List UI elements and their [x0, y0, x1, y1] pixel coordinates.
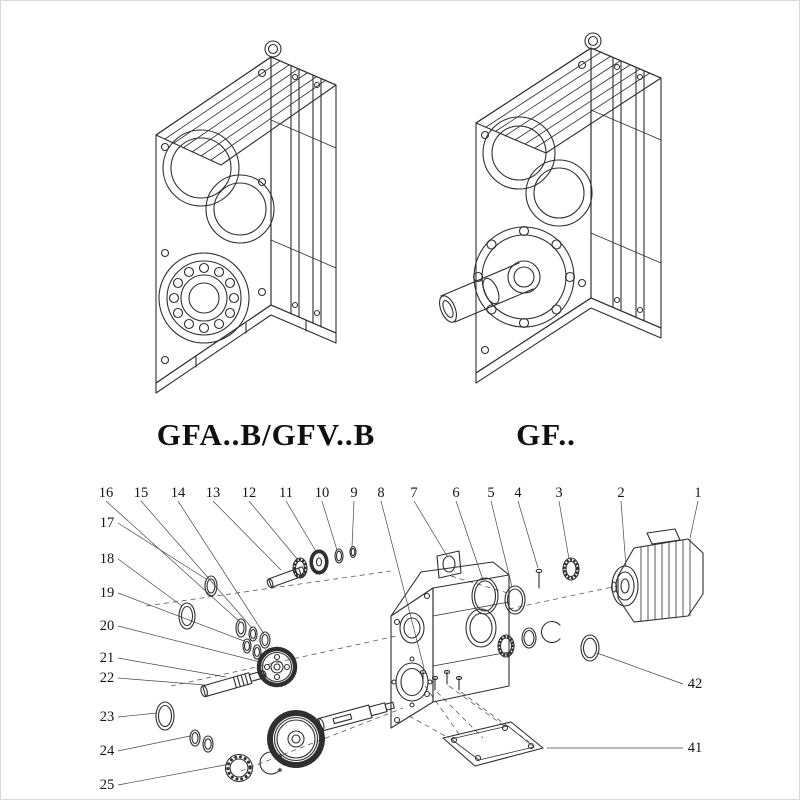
- part-callout-25: 25: [100, 777, 115, 793]
- part-callout-17: 17: [100, 515, 115, 531]
- part-callout-5: 5: [487, 485, 494, 501]
- part-callout-20: 20: [100, 618, 115, 634]
- intermediate-shaft: [200, 670, 267, 698]
- part-callout-13: 13: [206, 485, 221, 501]
- part-callout-42: 42: [688, 676, 703, 692]
- housing-bolts: [480, 60, 587, 355]
- gearbox-drawing-gf: [438, 32, 662, 384]
- mounting-plate: [442, 721, 544, 767]
- part-callout-23: 23: [100, 709, 115, 725]
- part-callout-3: 3: [555, 485, 562, 501]
- output-flange: [472, 225, 576, 329]
- part-callout-21: 21: [100, 650, 115, 666]
- part-callout-22: 22: [100, 670, 115, 686]
- part-callout-18: 18: [100, 551, 115, 567]
- figure-label-right: GF..: [516, 417, 576, 452]
- cover-bolts: [419, 669, 463, 691]
- part-callout-12: 12: [242, 485, 257, 501]
- bearing-bosses: [482, 116, 593, 227]
- part-callout-8: 8: [377, 485, 384, 501]
- part-callout-19: 19: [100, 585, 115, 601]
- part-callout-41: 41: [688, 740, 703, 756]
- top-face-fins: [155, 40, 337, 166]
- gear-housing: [390, 561, 510, 729]
- part-callout-1: 1: [694, 485, 701, 501]
- part-callout-4: 4: [514, 485, 522, 501]
- motor: [610, 528, 704, 623]
- side-straps: [290, 65, 322, 328]
- intermediate-gear-parts: [178, 575, 298, 698]
- part-callout-6: 6: [452, 485, 459, 501]
- exploded-parts-diagram: 16 15 14 13 12 11 10 9 8 7 6 5 4 3 2 1 1…: [99, 485, 704, 793]
- seal-and-cover-parts: [436, 550, 600, 662]
- figure-label-left: GFA..B/GFV..B: [156, 417, 376, 452]
- part-callout-11: 11: [279, 485, 293, 501]
- housing-body: [475, 47, 662, 384]
- top-face-fins: [475, 32, 662, 154]
- part-callout-9: 9: [350, 485, 357, 501]
- part-callout-10: 10: [315, 485, 330, 501]
- part-callout-15: 15: [134, 485, 149, 501]
- assembly-axis-lines: [145, 570, 618, 772]
- part-callout-16: 16: [99, 485, 114, 501]
- output-shaft: [315, 701, 395, 732]
- gearbox-drawing-gfa: [155, 40, 337, 394]
- bearing-bosses: [162, 129, 275, 244]
- input-shaft-parts: [235, 545, 357, 649]
- side-straps: [612, 57, 645, 321]
- part-callout-2: 2: [617, 485, 624, 501]
- housing-body: [155, 56, 337, 394]
- part-callout-7: 7: [410, 485, 417, 501]
- part-callout-24: 24: [100, 743, 115, 759]
- output-shaft: [438, 262, 534, 323]
- housing-bolts: [160, 68, 267, 365]
- callout-numbers: 16 15 14 13 12 11 10 9 8 7 6 5 4 3 2 1 1…: [99, 485, 703, 793]
- output-gear-parts: [155, 701, 395, 783]
- output-bearing: [158, 252, 250, 344]
- part-callout-14: 14: [171, 485, 186, 501]
- leader-lines: [105, 500, 699, 786]
